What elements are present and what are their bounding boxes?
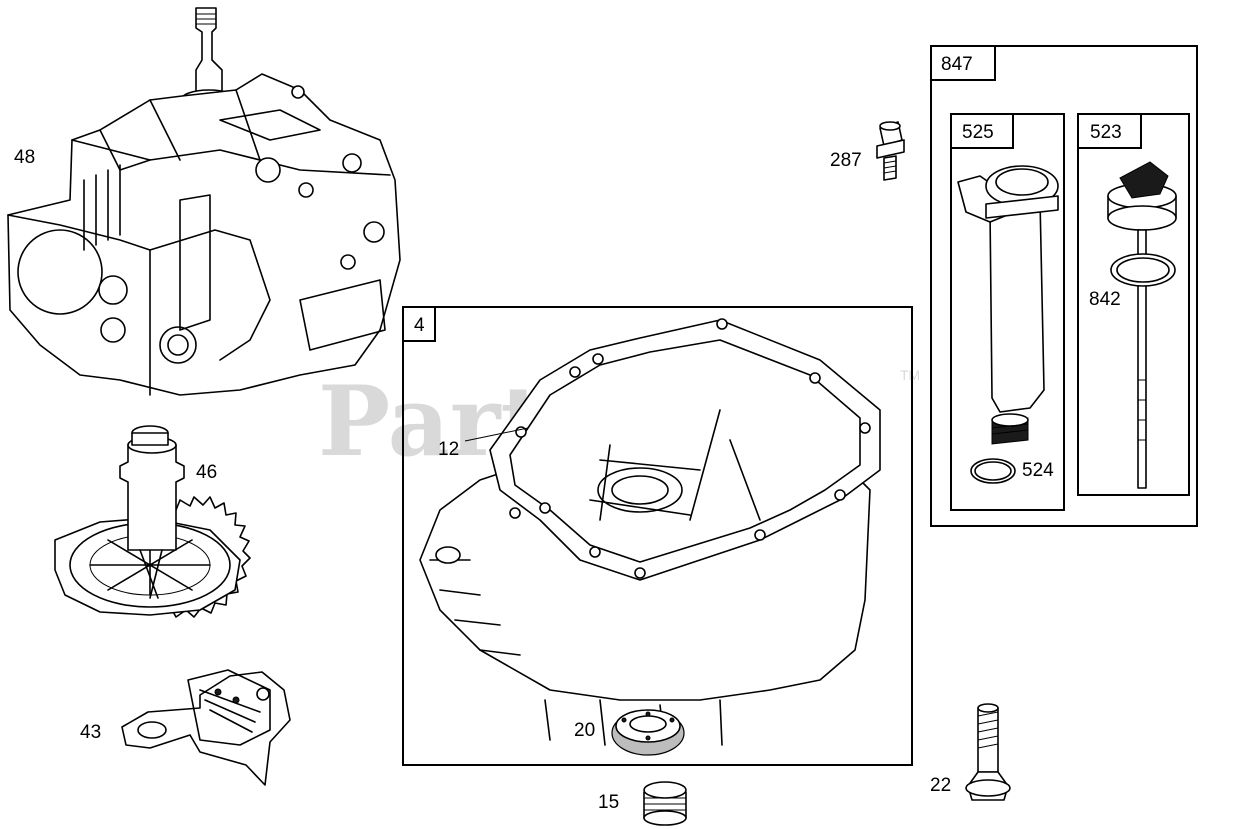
part-label-gasket[interactable]: 12 [438, 439, 459, 460]
o-ring-drawing[interactable] [970, 458, 1016, 484]
watermark-trademark: TM [900, 367, 920, 383]
oil-fill-tube-label[interactable]: 525 [962, 122, 994, 143]
part-label-crankshaft-gear[interactable]: 46 [196, 462, 217, 483]
oil-fill-tube-label-box [950, 113, 1014, 149]
oil-fill-kit-label-box [930, 45, 996, 81]
bolt-drawing[interactable] [965, 703, 1011, 801]
part-label-cylinder[interactable]: 48 [14, 147, 35, 168]
crankcase-cover-label[interactable]: 4 [414, 315, 425, 336]
crankcase-cover-label-box [402, 306, 436, 342]
part-label-dipstick-seal[interactable]: 842 [1089, 289, 1121, 310]
part-label-oil-seal[interactable]: 20 [574, 720, 595, 741]
crankshaft-gear-drawing[interactable] [54, 425, 251, 618]
oil-fill-kit-label[interactable]: 847 [941, 54, 973, 75]
part-label-plug[interactable]: 15 [598, 792, 619, 813]
dipstick-label-box [1077, 113, 1142, 149]
plug-drawing[interactable] [643, 781, 687, 826]
dipstick-label[interactable]: 523 [1090, 122, 1122, 143]
part-label-screw[interactable]: 287 [830, 150, 862, 171]
oil-seal-drawing[interactable] [611, 709, 685, 756]
part-label-o-ring[interactable]: 524 [1022, 460, 1054, 481]
oil-fill-tube-drawing[interactable] [957, 165, 1059, 445]
part-label-governor-bracket[interactable]: 43 [80, 722, 101, 743]
dipstick-seal-drawing[interactable] [1110, 253, 1176, 287]
cylinder-block-drawing[interactable] [7, 7, 401, 396]
crankcase-cover-drawing[interactable] [419, 318, 881, 749]
gasket-leader-line [464, 427, 529, 442]
governor-bracket-drawing[interactable] [121, 669, 291, 786]
dipstick-drawing[interactable] [1107, 161, 1177, 489]
screw-drawing[interactable] [876, 121, 905, 181]
part-label-bolt[interactable]: 22 [930, 775, 951, 796]
oil-fill-kit-frame [930, 45, 1198, 527]
crankcase-cover-frame [402, 306, 913, 766]
